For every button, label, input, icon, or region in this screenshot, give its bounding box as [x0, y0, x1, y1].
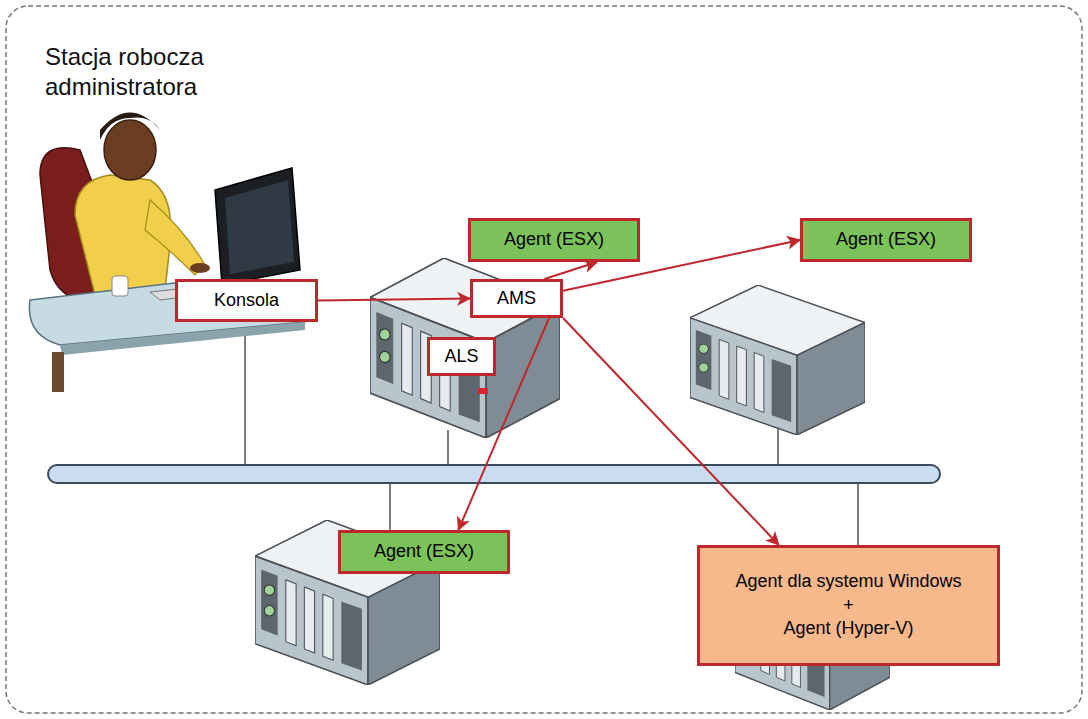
node-text: Konsola [214, 289, 279, 312]
service-box: AMS [470, 279, 563, 318]
agent-box: Agent (ESX) [800, 218, 972, 262]
node-text: ALS [444, 345, 478, 368]
node-text: Agent (ESX) [836, 228, 936, 251]
service-box: ALS [427, 337, 496, 376]
title-label: Stacja robocza administratora [45, 42, 255, 102]
server-light [478, 388, 488, 394]
server [690, 285, 865, 435]
node-text: Agent (ESX) [504, 228, 604, 251]
arrow-connector [544, 262, 597, 279]
console-box: Konsola [175, 279, 318, 322]
node-text: Agent (Hyper-V) [783, 617, 913, 640]
node-text: Agent dla systemu Windows [735, 570, 961, 593]
arrow-connector [318, 299, 470, 301]
node-text: AMS [497, 287, 536, 310]
administrator-figure [29, 113, 310, 393]
region-border [6, 6, 1082, 713]
network-bus [48, 465, 940, 483]
agent-box: Agent dla systemu Windows+Agent (Hyper-V… [697, 545, 1000, 666]
arrow-connector [563, 318, 779, 545]
agent-box: Agent (ESX) [338, 530, 510, 574]
agent-box: Agent (ESX) [468, 218, 640, 262]
node-text: + [843, 594, 854, 617]
node-text: Agent (ESX) [374, 540, 474, 563]
